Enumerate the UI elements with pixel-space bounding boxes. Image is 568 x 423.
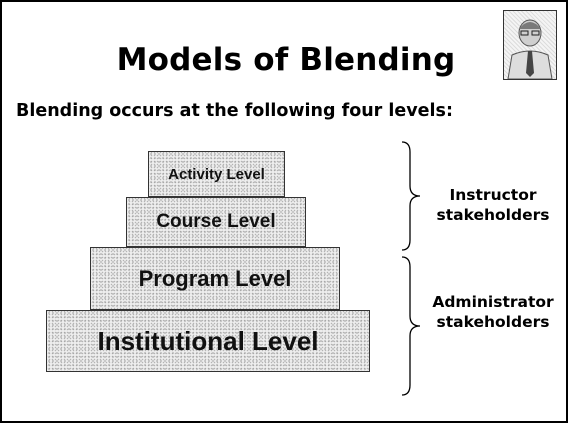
activity-level-label: Activity Level <box>168 165 265 183</box>
slide-subtitle: Blending occurs at the following four le… <box>16 101 453 121</box>
instructor-brace <box>401 141 421 251</box>
instructor-label-line2: stakeholders <box>436 206 550 224</box>
program-level-block: Program Level <box>90 247 340 310</box>
administrator-stakeholders-label: Administrator stakeholders <box>420 292 566 332</box>
program-level-label: Program Level <box>138 265 292 291</box>
administrator-label-line1: Administrator <box>432 293 554 311</box>
institutional-level-block: Institutional Level <box>46 310 370 372</box>
administrator-label-line2: stakeholders <box>436 313 550 331</box>
slide-title: Models of Blending <box>116 42 456 78</box>
administrator-brace <box>401 256 421 396</box>
course-level-label: Course Level <box>156 211 276 232</box>
activity-level-block: Activity Level <box>148 151 285 197</box>
instructor-stakeholders-label: Instructor stakeholders <box>420 185 566 225</box>
instructor-label-line1: Instructor <box>449 186 537 204</box>
presenter-photo <box>503 10 557 80</box>
course-level-block: Course Level <box>126 197 306 247</box>
institutional-level-label: Institutional Level <box>97 325 319 356</box>
